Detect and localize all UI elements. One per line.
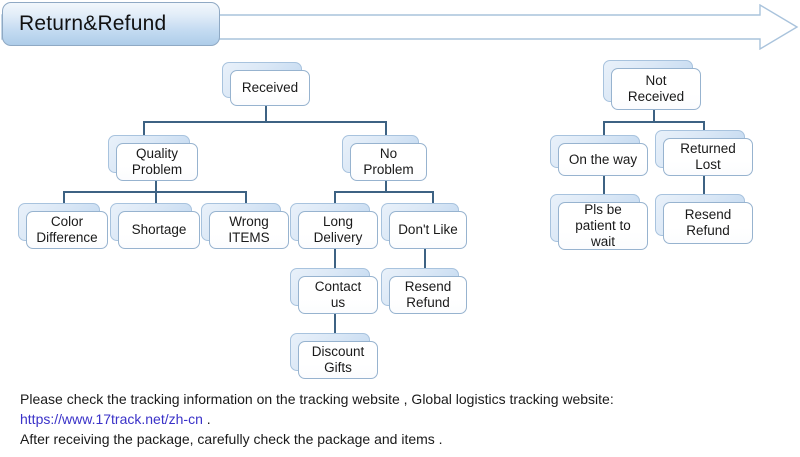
node-front-layer: Pls be patient to wait — [558, 202, 648, 250]
node-on-the-way[interactable]: On the way — [550, 135, 648, 176]
footer-notes: Please check the tracking information on… — [20, 389, 780, 449]
node-label: No Problem — [363, 146, 414, 177]
connector-to-dontlike — [432, 191, 434, 204]
connector-to-noproblem — [385, 121, 387, 136]
connector-to-quality — [143, 121, 145, 136]
node-front-layer: Shortage — [118, 211, 200, 249]
banner-title-tab: Return&Refund — [2, 2, 220, 46]
tracking-website-link[interactable]: https://www.17track.net/zh-cn — [20, 411, 203, 427]
connector-to-shortage — [155, 191, 157, 204]
node-label: Returned Lost — [680, 141, 736, 172]
connector-to-returnedlost — [703, 121, 705, 136]
node-discount-gifts[interactable]: Discount Gifts — [290, 333, 378, 379]
node-front-layer: Received — [230, 70, 310, 106]
node-label: Contact us — [314, 279, 362, 310]
node-wrong-items[interactable]: Wrong ITEMS — [201, 203, 289, 249]
connector-dontlike-resend — [424, 249, 426, 270]
node-label: Resend Refund — [684, 207, 732, 238]
connector-to-ontheway — [603, 121, 605, 136]
node-label: Color Difference — [36, 214, 98, 245]
node-quality-problem[interactable]: Quality Problem — [108, 135, 198, 181]
node-front-layer: Color Difference — [26, 211, 108, 249]
node-front-layer: Contact us — [298, 276, 378, 314]
node-label: Resend Refund — [404, 279, 452, 310]
node-dont-like[interactable]: Don't Like — [381, 203, 467, 249]
node-shortage[interactable]: Shortage — [110, 203, 200, 249]
node-no-problem[interactable]: No Problem — [342, 135, 427, 181]
node-label: Discount Gifts — [311, 344, 365, 375]
node-front-layer: Long Delivery — [298, 211, 378, 249]
node-received[interactable]: Received — [222, 62, 310, 106]
node-contact-us[interactable]: Contact us — [290, 268, 378, 314]
footer-link-suffix: . — [202, 411, 211, 427]
node-label: Quality Problem — [131, 146, 183, 177]
connector-to-colordiff — [63, 191, 65, 204]
node-label: Shortage — [131, 222, 187, 238]
node-front-layer: No Problem — [350, 143, 427, 181]
connector-received-down — [265, 106, 267, 123]
node-resend-refund-right[interactable]: Resend Refund — [655, 194, 753, 244]
connector-notreceived-down — [653, 110, 655, 123]
node-returned-lost[interactable]: Returned Lost — [655, 130, 753, 176]
page-title: Return&Refund — [19, 12, 167, 35]
connector-quality-down — [155, 181, 157, 193]
connector-ontheway-plsbepatient — [603, 176, 605, 194]
connector-longdelivery-contactus — [334, 249, 336, 270]
connector-notreceived-span — [603, 121, 705, 123]
node-front-layer: Returned Lost — [663, 138, 753, 176]
node-label: Don't Like — [398, 222, 458, 238]
connector-noproblem-span — [334, 191, 434, 193]
node-front-layer: Not Received — [611, 68, 701, 110]
node-front-layer: Discount Gifts — [298, 341, 378, 379]
node-not-received[interactable]: Not Received — [603, 60, 701, 110]
node-color-difference[interactable]: Color Difference — [18, 203, 108, 249]
node-front-layer: Wrong ITEMS — [209, 211, 289, 249]
node-label: Wrong ITEMS — [228, 214, 270, 245]
node-front-layer: Quality Problem — [116, 143, 198, 181]
node-label: Long Delivery — [313, 214, 363, 245]
node-resend-refund-left[interactable]: Resend Refund — [381, 268, 467, 314]
node-long-delivery[interactable]: Long Delivery — [290, 203, 378, 249]
node-front-layer: Resend Refund — [663, 202, 753, 244]
node-label: Not Received — [627, 73, 685, 104]
footer-line-1: Please check the tracking information on… — [20, 391, 614, 407]
connector-contactus-discount — [334, 314, 336, 335]
node-front-layer: Resend Refund — [389, 276, 467, 314]
connector-to-wrongitems — [245, 191, 247, 204]
footer-line-3: After receiving the package, carefully c… — [20, 431, 443, 447]
connector-returnedlost-resend — [703, 176, 705, 194]
node-front-layer: Don't Like — [389, 211, 467, 249]
connector-to-longdelivery — [334, 191, 336, 204]
node-label: On the way — [568, 151, 638, 167]
node-front-layer: On the way — [558, 143, 648, 176]
connector-received-span — [143, 121, 387, 123]
node-label: Received — [241, 80, 299, 96]
node-label: Pls be patient to wait — [575, 202, 631, 249]
footer-line-2: https://www.17track.net/zh-cn . — [20, 409, 780, 429]
connector-noproblem-down — [385, 181, 387, 193]
node-pls-be-patient[interactable]: Pls be patient to wait — [550, 194, 648, 250]
